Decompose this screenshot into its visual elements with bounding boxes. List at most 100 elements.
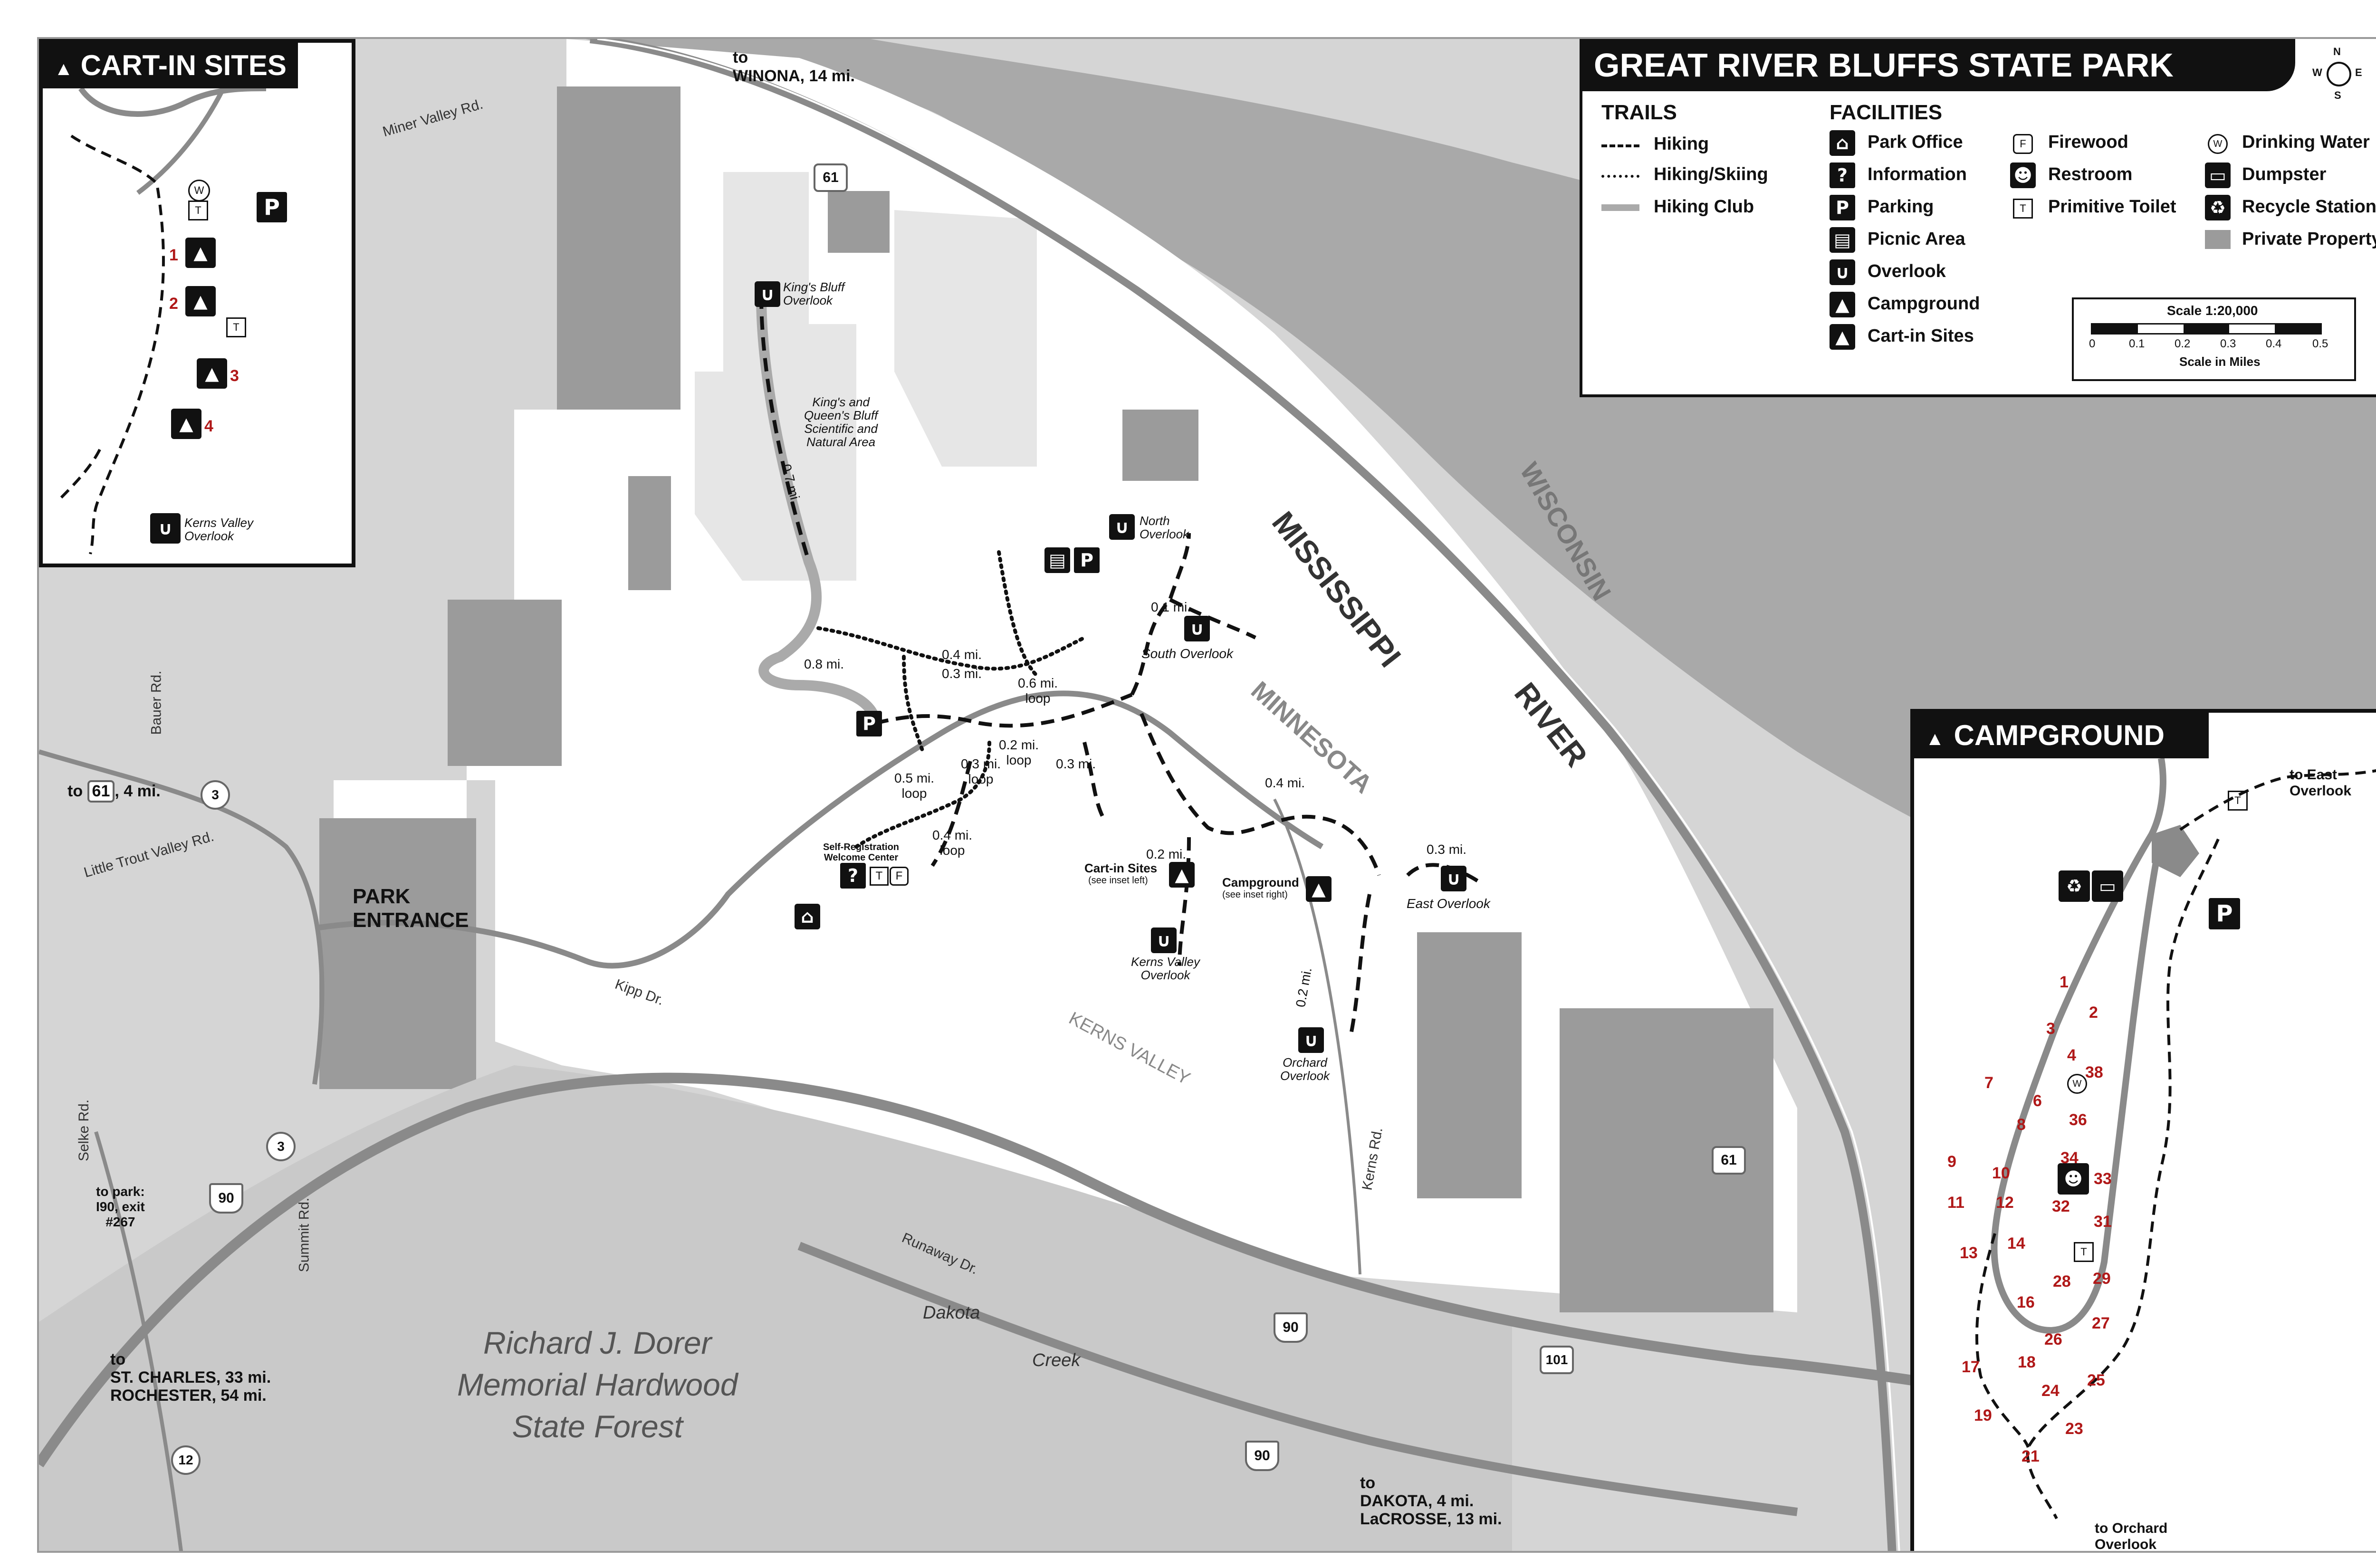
cartin-site-1-num: 1 xyxy=(169,246,178,264)
camp-water-icon: W xyxy=(2067,1074,2087,1094)
cartin-site-2-icon[interactable]: ▲ xyxy=(185,286,216,316)
legend-picnic-icon: ▤ xyxy=(1830,227,1855,253)
dist-label-03a: 0.3 mi. xyxy=(942,666,982,681)
cartin-sites-icon[interactable]: ▲ xyxy=(1169,862,1195,888)
camp-site-29: 29 xyxy=(2093,1270,2111,1288)
cartin-parking-icon[interactable]: P xyxy=(257,192,287,222)
legend-cartin: Cart-in Sites xyxy=(1868,326,1974,346)
facilities-heading: FACILITIES xyxy=(1830,101,1943,124)
legend-private-property: Private Property xyxy=(2242,229,2376,249)
dist-label-02a: 0.2 mi. xyxy=(1146,847,1187,861)
cartin-water-icon: W xyxy=(188,180,210,201)
kerns-valley-overlook-icon[interactable]: ∪ xyxy=(1151,927,1177,953)
cartin-toilet-icon-2: T xyxy=(226,317,246,337)
legend-hiking: Hiking xyxy=(1654,134,1709,154)
camp-site-11: 11 xyxy=(1947,1194,1964,1212)
legend-campground: Campground xyxy=(1868,294,1980,314)
trails-heading: TRAILS xyxy=(1601,101,1677,124)
camp-site-3: 3 xyxy=(2046,1020,2055,1038)
east-overlook-icon[interactable]: ∪ xyxy=(1441,866,1466,891)
legend-toilet-icon: T xyxy=(2013,199,2033,219)
dist-label-01: 0.1 mi. xyxy=(1151,600,1191,614)
compass-n: N xyxy=(2333,46,2341,57)
camp-recycle-icon: ♻ xyxy=(2059,870,2090,902)
camp-toilet-icon-2: T xyxy=(2074,1242,2094,1262)
to-orchard-overlook-label: to Orchard Overlook xyxy=(2095,1520,2168,1552)
sna-area xyxy=(695,172,856,581)
info-icon[interactable]: ? xyxy=(840,863,866,889)
legend-hiking-club-line xyxy=(1601,204,1639,211)
camp-site-27: 27 xyxy=(2092,1314,2110,1332)
scale-tick-5: 0.5 xyxy=(2312,337,2328,350)
legend-hiking-skiing: Hiking/Skiing xyxy=(1654,164,1768,184)
interstate-90-shield: 90 xyxy=(209,1183,243,1214)
dist-label-06loop: 0.6 mi. loop xyxy=(1018,676,1058,706)
camp-parking-icon[interactable]: P xyxy=(2209,898,2240,929)
cartin-site-3-icon[interactable]: ▲ xyxy=(197,358,227,389)
road-creek: Creek xyxy=(1032,1350,1081,1370)
route-12-shield: 12 xyxy=(171,1445,201,1475)
legend-parking: Parking xyxy=(1868,197,1934,217)
legend-dumpster: Dumpster xyxy=(2242,164,2327,184)
cartin-inset: ▲CART-IN SITES W T P ▲ 1 ▲ 2 T ▲ 3 ▲ 4 ∪… xyxy=(39,39,355,567)
camp-site-36: 36 xyxy=(2069,1111,2087,1129)
park-office-icon[interactable]: ⌂ xyxy=(795,904,820,929)
see-inset-right-label: (see inset right) xyxy=(1222,889,1288,900)
north-parking-icon[interactable]: P xyxy=(1074,547,1100,573)
scale-unit: Scale in Miles xyxy=(2179,354,2261,369)
cartin-toilet-icon: T xyxy=(188,201,208,220)
kerns-valley-overlook-label: Kerns Valley Overlook xyxy=(1131,955,1200,982)
to-dakota-label: to DAKOTA, 4 mi. LaCROSSE, 13 mi. xyxy=(1360,1474,1502,1528)
dist-label-03loop: 0.3 mi. loop xyxy=(961,756,1001,786)
legend-hiking-line xyxy=(1601,144,1639,147)
cartin-kerns-overlook-icon[interactable]: ∪ xyxy=(150,513,181,544)
scale-title: Scale 1:20,000 xyxy=(2167,303,2258,318)
east-overlook-label: East Overlook xyxy=(1407,896,1490,911)
camp-site-32: 32 xyxy=(2052,1197,2070,1215)
to-east-overlook-label: to East Overlook xyxy=(2290,767,2352,799)
hiking-skiing-trails xyxy=(816,550,1086,849)
route-61-shield-east: 61 xyxy=(1712,1146,1746,1175)
camp-restroom-icon: ☻ xyxy=(2058,1163,2089,1195)
camp-site-14: 14 xyxy=(2007,1234,2025,1252)
campground-icon[interactable]: ▲ xyxy=(1306,876,1332,902)
camp-site-19: 19 xyxy=(1974,1406,1992,1425)
legend-overlook-icon: ∪ xyxy=(1830,259,1855,285)
legend-park-office: Park Office xyxy=(1868,132,1963,152)
camp-site-8: 8 xyxy=(2017,1116,2026,1134)
cartin-site-2-num: 2 xyxy=(169,295,178,313)
legend-restroom-icon: ☻ xyxy=(2010,163,2036,188)
cartin-site-4-icon[interactable]: ▲ xyxy=(171,409,201,439)
camp-site-12: 12 xyxy=(1996,1194,2014,1212)
highway-61 xyxy=(589,39,1897,1551)
dist-label-04: 0.4 mi. xyxy=(942,647,982,662)
dist-label-04b: 0.4 mi. xyxy=(1265,775,1305,790)
north-overlook-icon[interactable]: ∪ xyxy=(1109,514,1135,540)
cartin-inset-map xyxy=(56,88,267,555)
route-3-shield-south: 3 xyxy=(266,1132,296,1161)
camp-site-26: 26 xyxy=(2044,1330,2062,1348)
camp-site-23: 23 xyxy=(2065,1420,2083,1438)
kings-bluff-overlook-icon[interactable]: ∪ xyxy=(755,281,780,307)
legend-hiking-club: Hiking Club xyxy=(1654,197,1754,217)
legend-picnic: Picnic Area xyxy=(1868,229,1965,249)
dist-label-03c: 0.3 mi. xyxy=(1427,842,1467,857)
dist-label-02loop: 0.2 mi. loop xyxy=(999,737,1039,767)
cartin-sites-label: Cart-in Sites xyxy=(1084,861,1158,875)
compass-s: S xyxy=(2334,89,2341,101)
scale-tick-4: 0.4 xyxy=(2266,337,2282,350)
south-overlook-icon[interactable]: ∪ xyxy=(1184,616,1210,641)
camp-site-9: 9 xyxy=(1947,1153,1956,1171)
legend-campground-icon: ▲ xyxy=(1830,292,1855,317)
legend-park-office-icon: ⌂ xyxy=(1830,130,1855,156)
main-parking-icon[interactable]: P xyxy=(856,711,882,736)
picnic-area-icon[interactable]: ▤ xyxy=(1044,547,1070,573)
orchard-overlook-icon[interactable]: ∪ xyxy=(1298,1027,1324,1053)
camp-site-24: 24 xyxy=(2041,1382,2060,1400)
to-stcharles-label: to ST. CHARLES, 33 mi. ROCHESTER, 54 mi. xyxy=(110,1350,271,1405)
hiking-trails xyxy=(759,295,1485,1037)
camp-site-10: 10 xyxy=(1992,1164,2010,1182)
cartin-site-1-icon[interactable]: ▲ xyxy=(185,238,216,268)
camp-site-25: 25 xyxy=(2087,1371,2105,1389)
compass-rose-icon xyxy=(2327,62,2351,86)
